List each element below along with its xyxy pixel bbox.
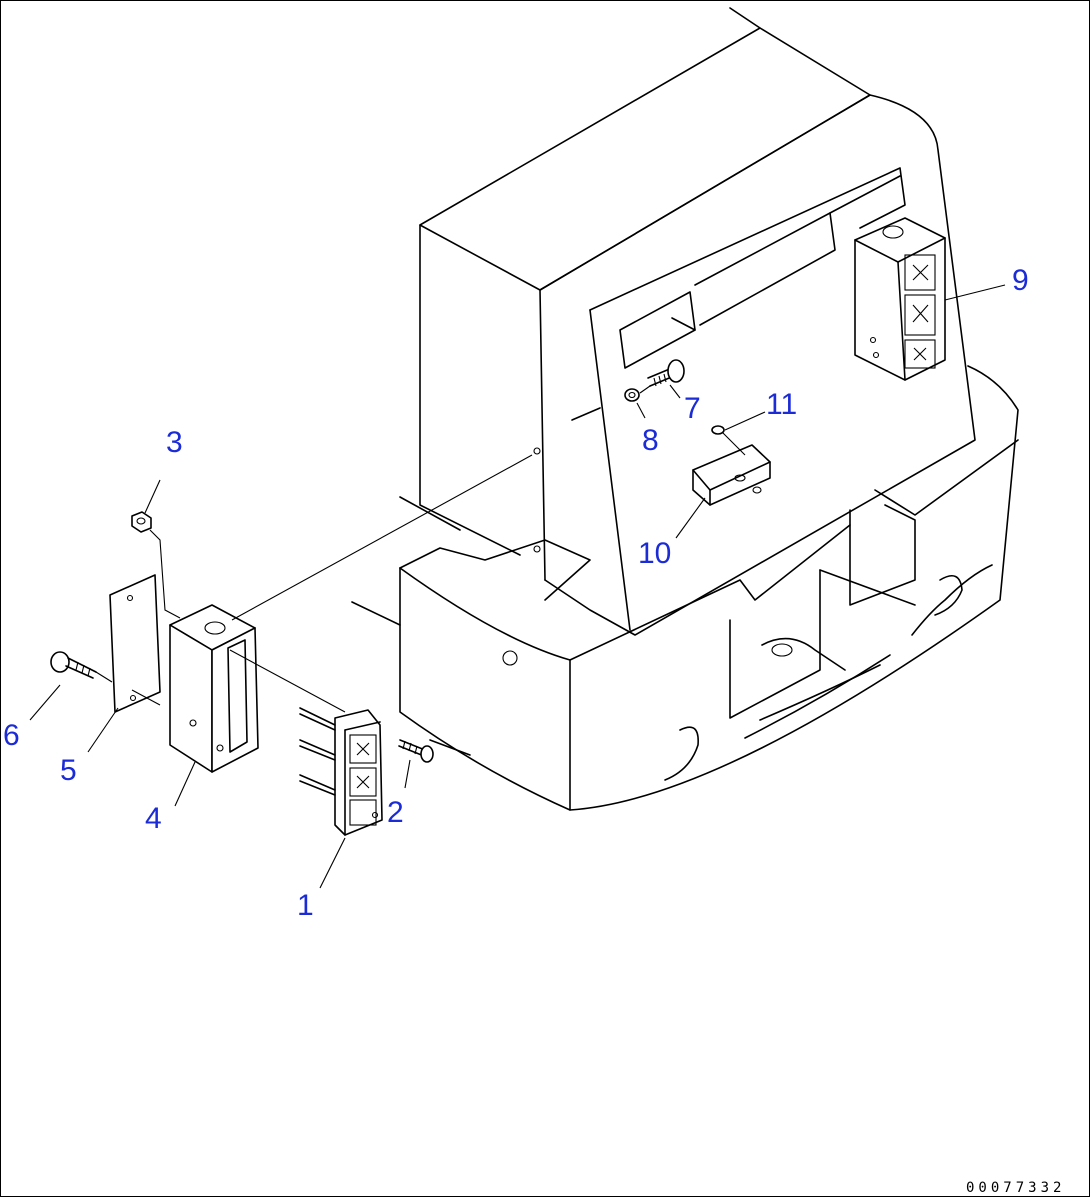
callout-1: 1 [297, 889, 314, 922]
part-2-screw [398, 739, 434, 763]
leader-lines [29, 284, 1006, 889]
callouts: 1 2 3 4 5 6 7 8 9 10 11 [3, 264, 1029, 922]
callout-11: 11 [766, 388, 797, 421]
part-10-bracket [692, 444, 771, 506]
part-4-housing [169, 604, 259, 773]
part-7-bolt [647, 359, 685, 387]
callout-3: 3 [166, 426, 183, 459]
callout-10: 10 [638, 537, 671, 570]
part-3-nut [131, 511, 152, 533]
assembly-lines [95, 385, 651, 713]
callout-4: 4 [145, 802, 162, 835]
part-6-bolt [50, 651, 97, 679]
part-8-washer [624, 388, 640, 402]
part-5-plate [109, 574, 161, 713]
machine-body [351, 7, 1019, 811]
part-11-screw [711, 425, 746, 456]
callout-9: 9 [1012, 264, 1029, 297]
callout-6: 6 [3, 719, 20, 752]
drawing-reference-number: 00077332 [966, 1180, 1065, 1196]
part-9-lamp-assembly [854, 217, 946, 381]
part-1-lamp [299, 707, 383, 836]
callout-5: 5 [60, 754, 77, 787]
callout-7: 7 [684, 392, 701, 425]
callout-8: 8 [642, 424, 659, 457]
callout-2: 2 [387, 796, 404, 829]
